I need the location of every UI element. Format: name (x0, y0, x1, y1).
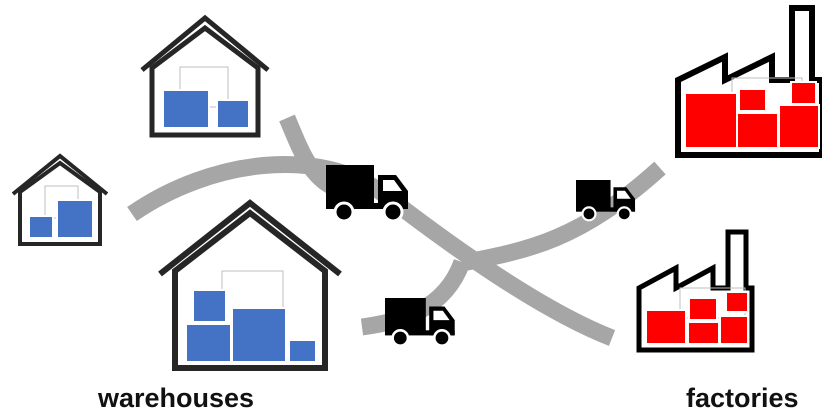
truck-icon (383, 296, 456, 347)
warehouses-label: warehouses (98, 383, 255, 413)
factory-icon (636, 229, 755, 353)
warehouse-icon (140, 14, 270, 138)
truck-icon (324, 163, 410, 223)
warehouse-icon (158, 199, 342, 371)
warehouse-icon (11, 153, 109, 246)
factory-icon (675, 5, 822, 158)
road-to-top-factory (460, 161, 666, 272)
factories-label: factories (686, 383, 799, 413)
